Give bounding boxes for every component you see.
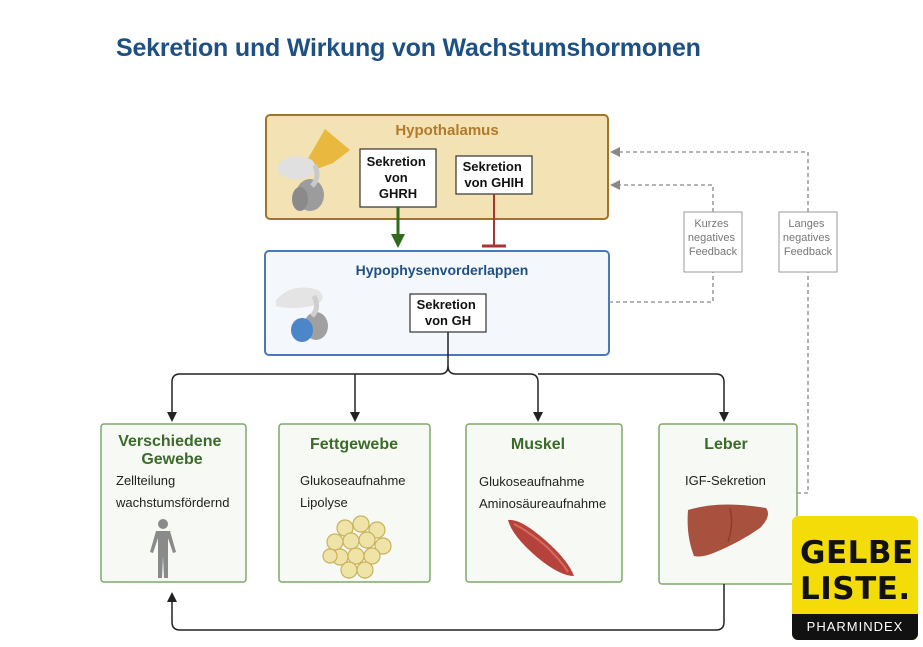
- muscle-title: Muskel: [511, 436, 565, 453]
- ghih-text: Sekretion von GHIH: [463, 159, 526, 190]
- short-feedback-box: [683, 211, 743, 273]
- gelbe-liste-logo: GELBE LISTE. PHARMINDEX: [792, 516, 918, 640]
- gh-distribution-line: [167, 332, 449, 422]
- short-feedback-line: [609, 185, 714, 303]
- liver-title: Leber: [704, 436, 748, 453]
- long-feedback-line: [612, 152, 809, 494]
- tissues-card: [100, 423, 247, 583]
- gh-to-muscle-line: [447, 365, 543, 422]
- logo-line-1: GELBE: [800, 535, 914, 571]
- fat-line-1: Glukoseaufnahme: [300, 473, 406, 488]
- fat-card: [278, 423, 431, 583]
- hypophyse-label: Hypophysenvorderlappen: [356, 262, 529, 278]
- long-feedback-text: Langes negatives Feedback: [783, 218, 833, 258]
- fat-line-2: Lipolyse: [300, 495, 348, 510]
- muscle-icon: [508, 519, 574, 576]
- logo-subtitle: PHARMINDEX: [792, 614, 918, 640]
- fat-title: Fettgewebe: [310, 436, 398, 453]
- muscle-line-1: Glukoseaufnahme: [479, 474, 585, 489]
- hypothalamus-label: Hypothalamus: [395, 122, 498, 139]
- pituitary-illustration: [276, 287, 328, 342]
- short-feedback-text: Kurzes negatives Feedback: [688, 218, 738, 258]
- logo-line-2: LISTE.: [800, 571, 911, 607]
- tissues-line-1: Zellteilung: [116, 473, 175, 488]
- muscle-line-2: Aminosäureaufnahme: [479, 496, 606, 511]
- long-feedback-box: [778, 211, 838, 273]
- liver-line-1: IGF-Sekretion: [685, 473, 766, 488]
- ghrh-box: [359, 148, 437, 208]
- fat-cells-icon: [322, 515, 392, 579]
- liver-icon: [687, 504, 768, 557]
- liver-to-tissues-arrow: [167, 584, 725, 631]
- muscle-card: [465, 423, 623, 583]
- human-figure-icon: [150, 519, 176, 578]
- gh-box: [409, 293, 487, 333]
- tissues-title: Verschiedene Gewebe: [118, 433, 226, 468]
- ghrh-text: Sekretion von GHRH: [367, 154, 430, 201]
- page-title: Sekretion und Wirkung von Wachstumshormo…: [116, 34, 701, 62]
- gh-text: Sekretion von GH: [417, 297, 480, 328]
- ghih-box: [455, 155, 533, 195]
- tissues-line-2: wachstumsfördernd: [115, 495, 229, 510]
- hypothalamus-illustration: [278, 129, 350, 211]
- gh-to-liver-line: [538, 373, 729, 422]
